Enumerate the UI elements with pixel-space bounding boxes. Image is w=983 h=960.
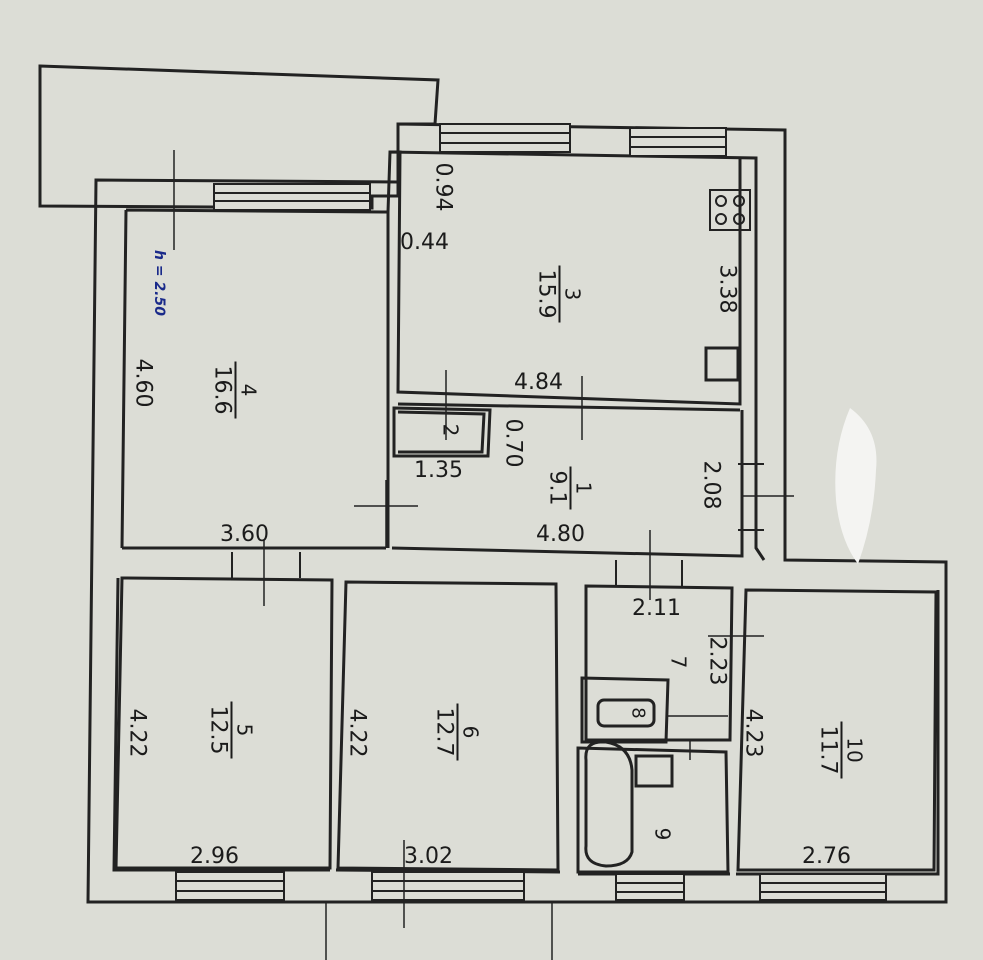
room-7-outline [584, 584, 734, 742]
room-6-label: 6 12.7 [431, 703, 483, 761]
room-2-number: 2 [438, 423, 463, 437]
room-10-outline [736, 588, 938, 872]
window-room-3-left [439, 123, 571, 153]
room-1-lower [122, 410, 744, 558]
dim-3-60: 3.60 [220, 522, 269, 547]
dim-0-94: 0.94 [430, 162, 456, 212]
dim-4-80: 4.80 [536, 522, 585, 547]
room-number: 3 [560, 287, 585, 301]
windows [175, 123, 887, 901]
window-room-10 [759, 873, 887, 901]
dim-2-76: 2.76 [802, 844, 851, 869]
dim-2-11: 2.11 [632, 596, 681, 621]
room-4-label: 4 16.6 [209, 361, 261, 419]
room-2-closet [392, 406, 492, 458]
room-area: 9.1 [545, 466, 572, 510]
room-10-label: 10 11.7 [815, 721, 867, 779]
window-room-6 [371, 871, 525, 901]
dim-2-96: 2.96 [190, 844, 239, 869]
room-8-number: 8 [627, 707, 649, 719]
room-number: 6 [458, 725, 483, 739]
room-9-outline [576, 746, 730, 874]
room-number: 4 [236, 383, 261, 397]
room-5-label: 5 12.5 [205, 701, 257, 759]
dim-1-35: 1.35 [414, 458, 463, 483]
room-area: 12.7 [431, 703, 459, 761]
window-room-4 [213, 183, 371, 211]
room-5-outline [114, 576, 334, 870]
dim-0-70: 0.70 [500, 418, 526, 468]
room-area: 15.9 [533, 265, 561, 323]
toilet [634, 754, 674, 788]
window-room-3-right [629, 127, 727, 157]
room-number: 1 [571, 481, 596, 495]
dim-2-08: 2.08 [698, 460, 724, 510]
balcony-outline [38, 64, 440, 210]
stove-icon [709, 189, 751, 231]
room-7-number: 7 [666, 655, 691, 669]
outer-wall-inner [112, 150, 940, 876]
dim-4-23: 4.23 [740, 708, 766, 758]
room-9-number: 9 [650, 827, 675, 841]
dim-3-38: 3.38 [714, 264, 740, 314]
room-8-outline [580, 676, 670, 744]
bathtub [584, 740, 634, 868]
outer-wall-outer [86, 122, 948, 904]
ceiling-height-note: h = 2.50 [151, 250, 167, 316]
dim-0-44: 0.44 [400, 230, 449, 255]
room-3-label: 3 15.9 [533, 265, 585, 323]
room-number: 10 [842, 737, 867, 763]
window-room-5 [175, 871, 285, 901]
room-area: 12.5 [205, 701, 233, 759]
room-1-label: 1 9.1 [545, 466, 596, 510]
white-smudge [835, 408, 877, 564]
window-room-9 [615, 873, 685, 901]
room-area: 16.6 [209, 361, 237, 419]
dim-4-84: 4.84 [514, 370, 563, 395]
dim-3-02: 3.02 [404, 844, 453, 869]
sink [596, 698, 656, 728]
dim-2-23: 2.23 [704, 636, 730, 686]
room-3-outline [390, 150, 742, 406]
room-number: 5 [232, 723, 257, 737]
room-6-outline [336, 580, 560, 872]
dim-4-22-left: 4.22 [124, 708, 150, 758]
dim-4-22-mid: 4.22 [344, 708, 370, 758]
corridor-top [397, 402, 741, 412]
room-area: 11.7 [815, 721, 843, 779]
dim-4-60: 4.60 [130, 358, 156, 408]
kitchen-sink [704, 346, 740, 382]
